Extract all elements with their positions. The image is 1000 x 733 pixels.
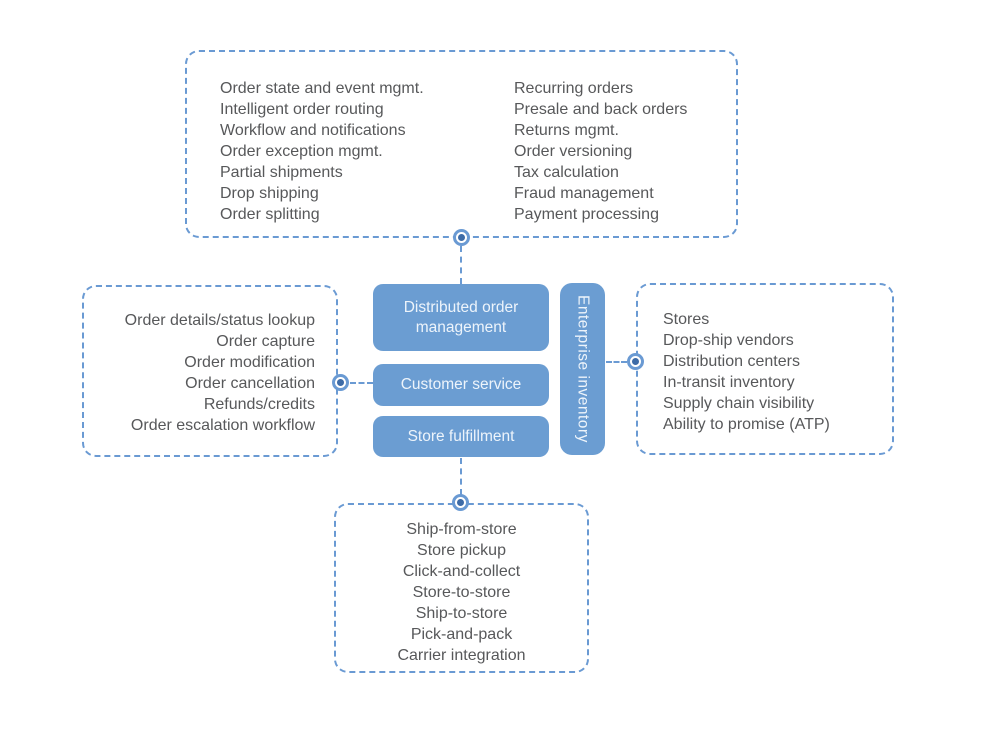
connector-node-core — [458, 234, 465, 241]
store-fulfillment-label: Store fulfillment — [407, 427, 515, 445]
enterprise-inventory-box: Enterprise inventory — [560, 283, 605, 455]
list-item: Intelligent order routing — [220, 101, 384, 118]
list-item: Order cancellation — [185, 375, 315, 392]
customer-service-label: Customer service — [400, 376, 522, 393]
customer-service-capabilities-panel: Order details/status lookup Order captur… — [82, 285, 338, 457]
enterprise-inventory-label: Enterprise inventory — [574, 295, 592, 443]
list-item: Order versioning — [514, 143, 633, 160]
list-item: Store pickup — [417, 542, 506, 559]
order-capabilities-column-left: Order state and event mgmt. Intelligent … — [220, 78, 424, 225]
list-item: Order capture — [216, 333, 315, 350]
list-item: Presale and back orders — [514, 101, 688, 118]
distributed-order-management-label: Distributed order management — [403, 298, 519, 336]
list-item: Order modification — [184, 354, 315, 371]
list-item: Stores — [663, 311, 710, 328]
distributed-order-management-box: Distributed order management — [373, 284, 549, 351]
store-fulfillment-box: Store fulfillment — [373, 416, 549, 457]
list-item: Drop-ship vendors — [663, 332, 794, 349]
inventory-sources-panel: Stores Drop-ship vendors Distribution ce… — [636, 283, 894, 455]
list-item: Distribution centers — [663, 353, 800, 370]
list-item: Payment processing — [514, 206, 659, 223]
list-item: Workflow and notifications — [220, 122, 406, 139]
list-item: Partial shipments — [220, 164, 343, 181]
list-item: Returns mgmt. — [514, 122, 619, 139]
connector-node-bottom — [452, 494, 469, 511]
list-item: Ship-to-store — [415, 605, 508, 622]
list-item: In-transit inventory — [663, 374, 795, 391]
connector-node-core — [457, 499, 464, 506]
list-item: Order state and event mgmt. — [220, 80, 424, 97]
list-item: Pick-and-pack — [410, 626, 513, 643]
connector-node-left — [332, 374, 349, 391]
list-item: Order exception mgmt. — [220, 143, 383, 160]
customer-service-box: Customer service — [373, 364, 549, 406]
connector-node-right — [627, 353, 644, 370]
list-item: Order details/status lookup — [124, 312, 315, 329]
list-item: Ship-from-store — [406, 521, 517, 538]
connector-line-right — [606, 361, 627, 363]
list-item: Click-and-collect — [402, 563, 521, 580]
list-item: Refunds/credits — [203, 396, 315, 413]
list-item: Ability to promise (ATP) — [663, 416, 830, 433]
order-capabilities-panel: Order state and event mgmt. Intelligent … — [185, 50, 738, 238]
list-item: Store-to-store — [412, 584, 511, 601]
order-capabilities-column-right: Recurring orders Presale and back orders… — [514, 78, 687, 225]
store-fulfillment-capabilities-panel: Ship-from-store Store pickup Click-and-c… — [334, 503, 589, 673]
list-item: Tax calculation — [514, 164, 619, 181]
list-item: Supply chain visibility — [663, 395, 815, 412]
connector-node-core — [337, 379, 344, 386]
list-item: Recurring orders — [514, 80, 634, 97]
list-item: Order splitting — [220, 206, 320, 223]
connector-line-top — [460, 246, 462, 284]
connector-line-bottom — [460, 458, 462, 495]
connector-node-core — [632, 358, 639, 365]
list-item: Order escalation workflow — [130, 417, 315, 434]
list-item: Fraud management — [514, 185, 654, 202]
connector-line-left — [350, 382, 373, 384]
connector-node-top — [453, 229, 470, 246]
list-item: Drop shipping — [220, 185, 319, 202]
list-item: Carrier integration — [397, 647, 526, 664]
